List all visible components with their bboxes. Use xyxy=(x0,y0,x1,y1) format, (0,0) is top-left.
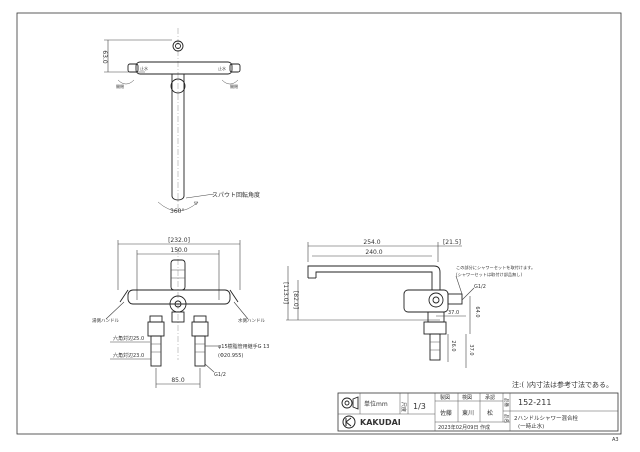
side-thread-label: G1/2 xyxy=(474,284,486,290)
pipe-note-1: φ15樹脂管用継手G 13 xyxy=(218,343,270,350)
dim-113: [113.0] xyxy=(282,282,289,304)
part-number: 152-211 xyxy=(518,398,551,407)
part-no-label: 品番 xyxy=(503,398,510,407)
value-checked: 東川 xyxy=(462,409,474,417)
dim-232: [232.0] xyxy=(168,237,190,244)
dim-21-5: [21.5] xyxy=(443,239,461,246)
top-view: 63.0 止水 止水 開閉 開閉 スパウト回転角度 360° xyxy=(101,28,260,215)
hex-25-label: 六角対辺25.0 xyxy=(113,335,144,342)
dim-85: 85.0 xyxy=(171,377,185,384)
dim-64: 64.0 xyxy=(474,306,480,317)
side-view: 254.0 [21.5] 240.0 [113.0] [82.0] この部分にシ… xyxy=(282,239,535,368)
creation-date: 2023年02月09日 作成 xyxy=(438,424,490,431)
title-block: 単位mm 尺度 1/3 製図 検図 承認 佐藤 東川 松 品番 152-211 … xyxy=(337,392,619,432)
dim-26: 26.0 xyxy=(450,340,456,351)
dim-240: 240.0 xyxy=(365,249,382,256)
product-name-2: (一時止水) xyxy=(518,422,544,430)
rotation-angle: 360° xyxy=(170,208,184,215)
dim-82: [82.0] xyxy=(292,291,299,309)
name-label: 品名 xyxy=(503,414,510,423)
projection-symbol-icon xyxy=(341,396,359,410)
top-right-rot-label: 開閉 xyxy=(230,83,238,89)
header-approved: 承認 xyxy=(485,394,495,401)
dim-150: 150.0 xyxy=(170,247,187,254)
spout-rotation-label: スパウト回転角度 xyxy=(212,191,260,199)
value-approved: 松 xyxy=(487,409,493,417)
cold-handle-label: 水側ハンドル xyxy=(238,317,265,324)
header-checked: 検図 xyxy=(462,394,472,401)
kakudai-logo: KAKUDAI xyxy=(342,415,401,429)
shower-note-2: (シャワーセットは取付け部品無し) xyxy=(456,271,522,278)
sheet-border xyxy=(16,12,622,435)
front-view: [232.0] 150.0 湯側ハンドル 水側ハンドル 六角対辺25.0 xyxy=(92,237,270,388)
reference-note: 注:( )内寸法は参考寸法である。 xyxy=(512,380,613,389)
dim-37: 37.0 xyxy=(448,310,459,316)
sheet-size-mark: A3 xyxy=(612,437,619,443)
value-drawn: 佐藤 xyxy=(440,409,452,417)
pipe-note-2: (Φ20.955) xyxy=(218,353,243,359)
product-name-1: 2ハンドルシャワー混合栓 xyxy=(514,414,579,422)
scale-value: 1/3 xyxy=(413,402,426,411)
top-left-handle-label: 止水 xyxy=(140,65,148,71)
hex-23-label: 六角対辺23.0 xyxy=(113,352,144,359)
scale-label: 尺度 xyxy=(400,402,407,412)
svg-text:KAKUDAI: KAKUDAI xyxy=(360,418,401,427)
dim-37b: 37.0 xyxy=(468,344,474,355)
dim-63: 63.0 xyxy=(101,50,108,64)
shower-note-1: この部分にシャワーセットを取付けます。 xyxy=(456,264,535,271)
dim-254: 254.0 xyxy=(363,239,380,246)
top-left-rot-label: 開閉 xyxy=(116,83,124,89)
front-thread-label: G1/2 xyxy=(214,372,226,378)
top-right-handle-label: 止水 xyxy=(218,65,226,71)
unit-label: 単位mm xyxy=(364,400,388,408)
hot-handle-label: 湯側ハンドル xyxy=(92,317,119,324)
header-drawn: 製図 xyxy=(440,394,450,401)
